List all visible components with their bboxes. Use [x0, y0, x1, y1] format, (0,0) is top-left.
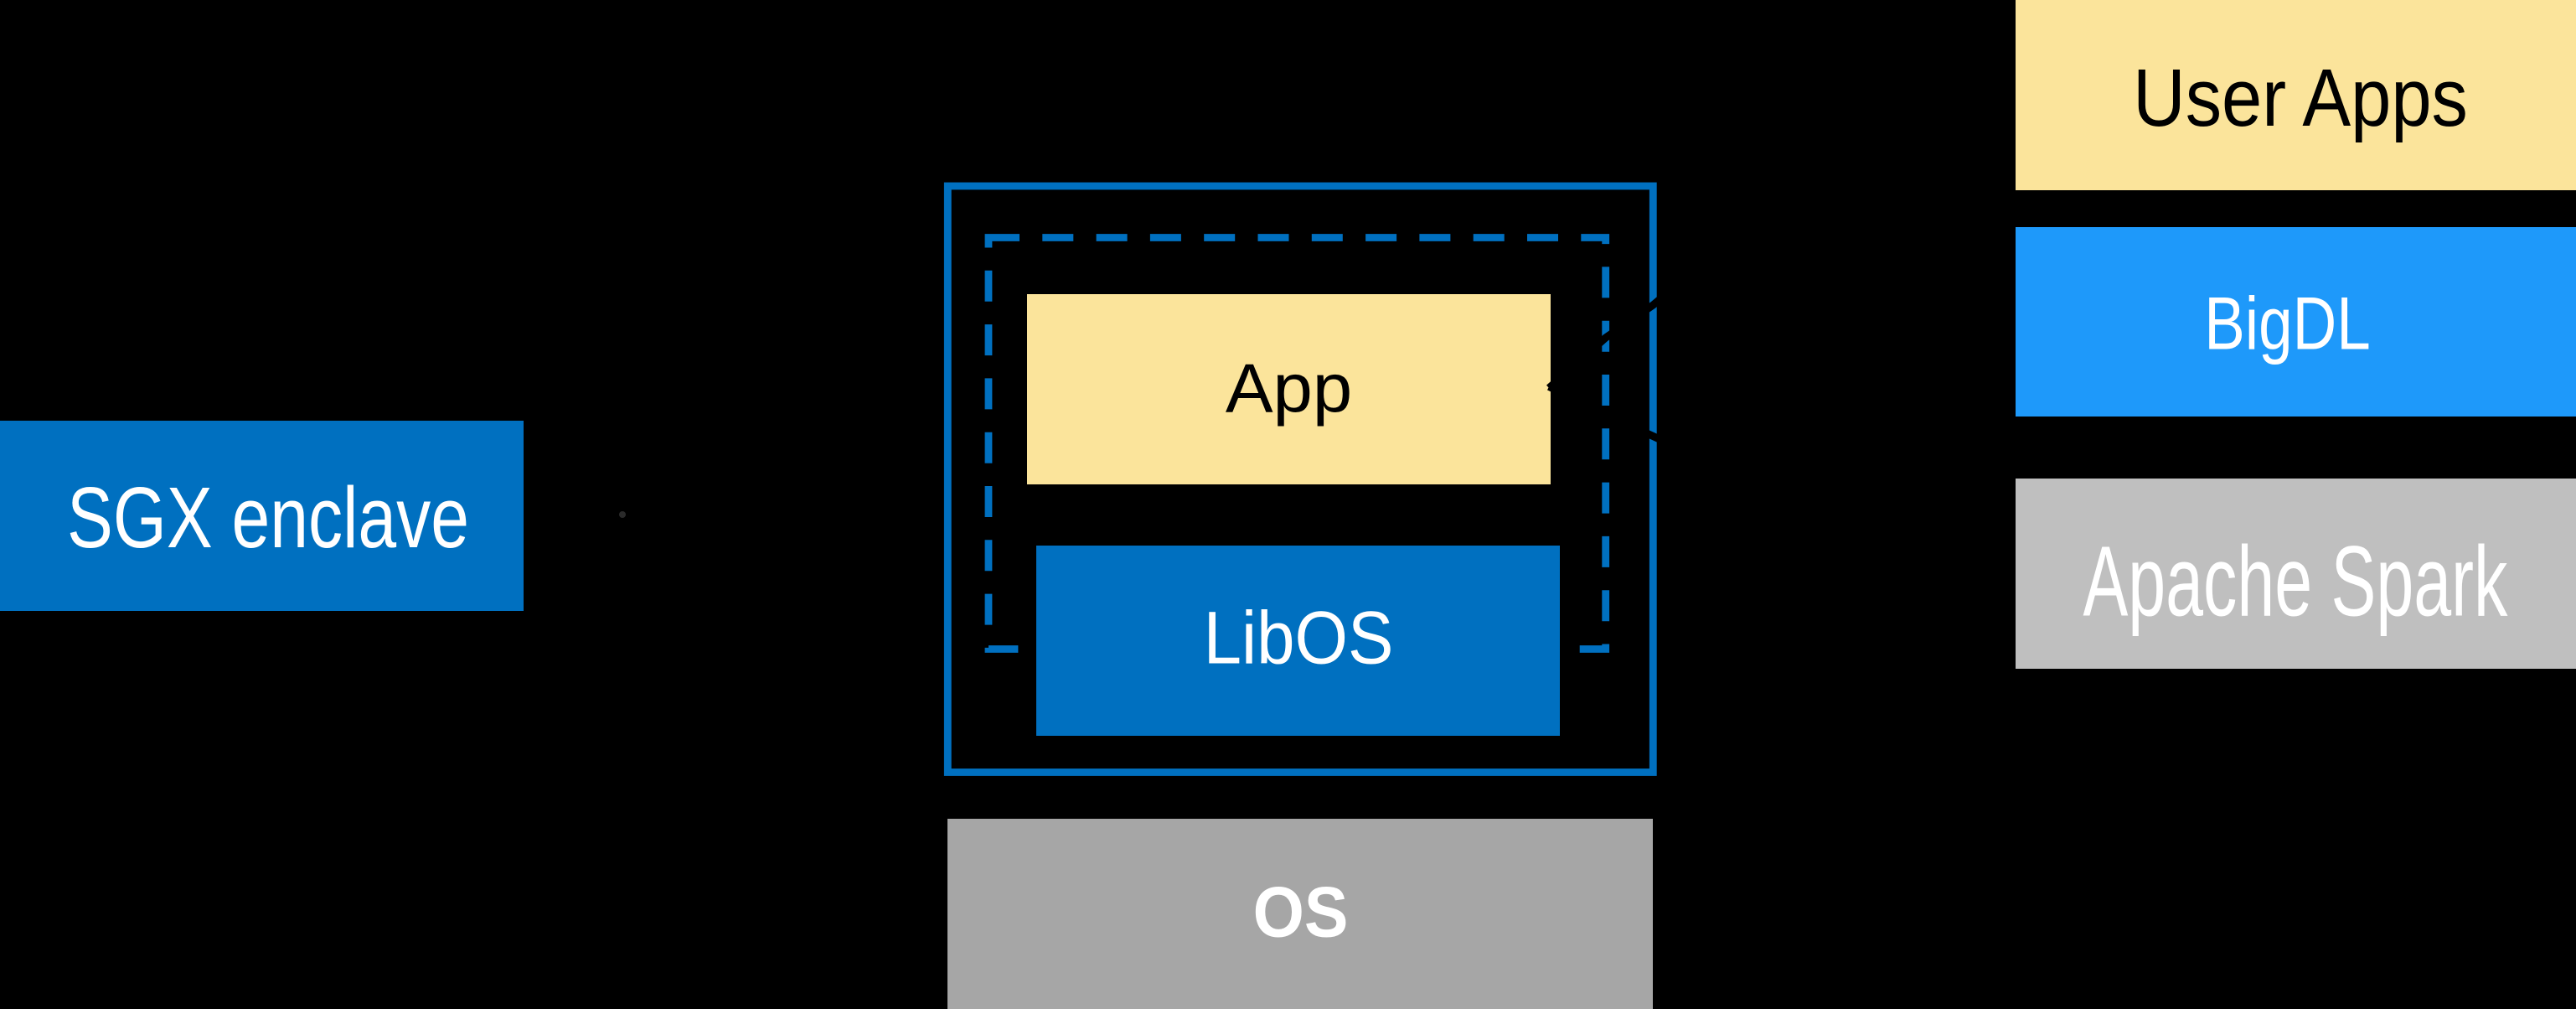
svg-text:SGX enclave: SGX enclave	[67, 469, 469, 566]
svg-text:OS: OS	[1253, 873, 1349, 952]
svg-text:Apache Spark: Apache Spark	[2083, 525, 2508, 638]
svg-text:User Apps: User Apps	[2133, 51, 2468, 143]
svg-text:LibOS: LibOS	[1204, 597, 1394, 680]
svg-text:App: App	[1226, 349, 1352, 427]
svg-text:BigDL: BigDL	[2204, 282, 2370, 366]
